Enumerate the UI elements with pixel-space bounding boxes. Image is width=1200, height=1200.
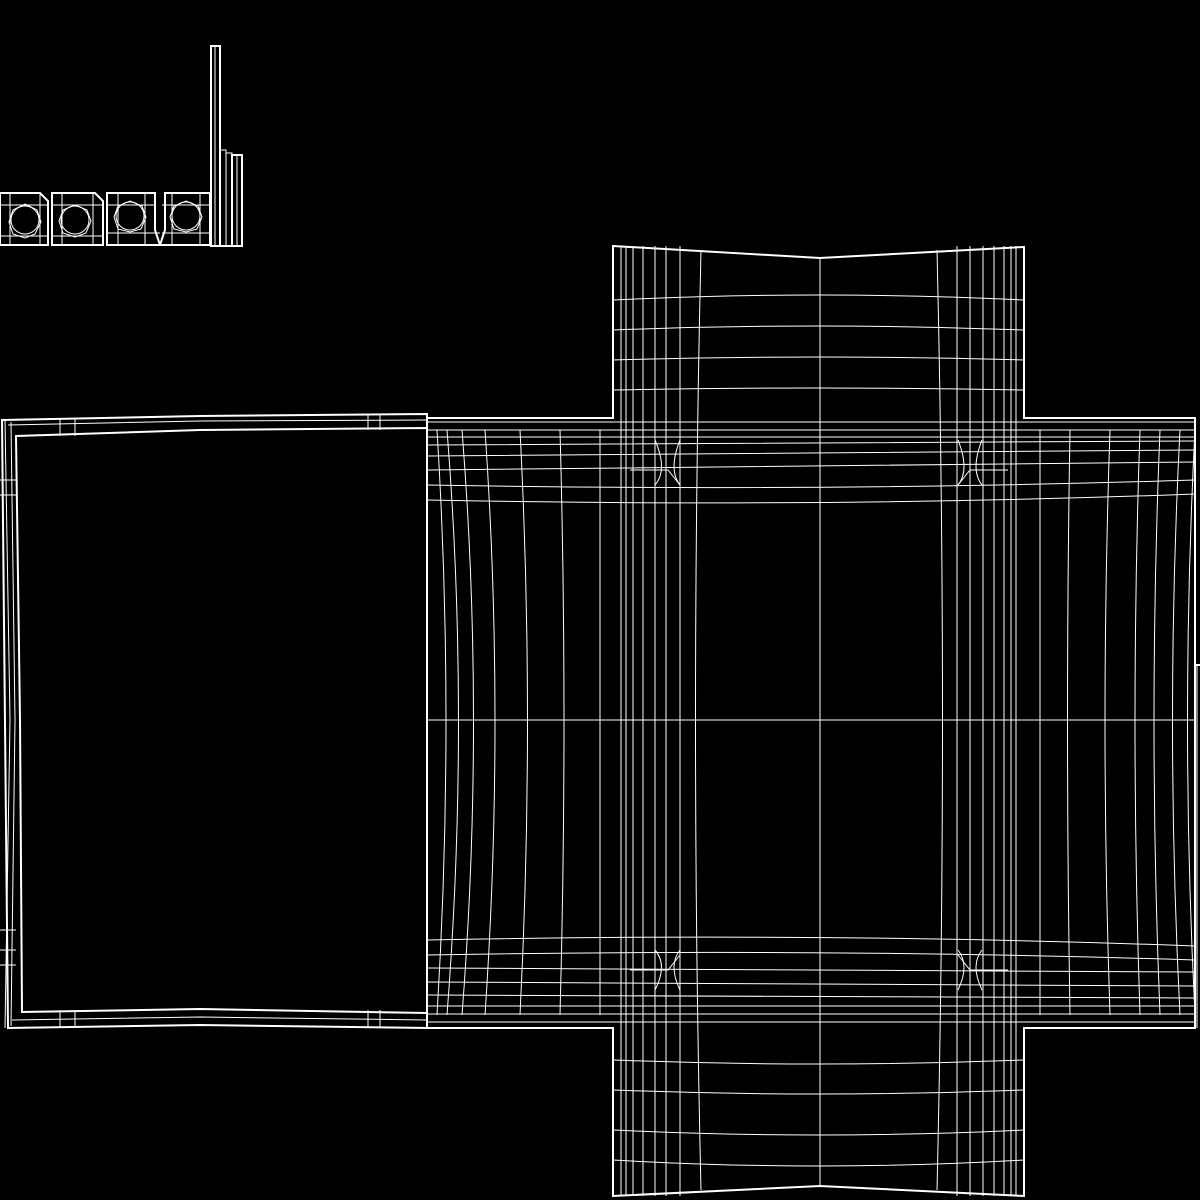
rivet-island-1 [0, 192, 49, 246]
vertical-strip-island [210, 45, 243, 247]
right-edge-sliver-island [1194, 664, 1200, 1028]
small-rivet-islands [0, 192, 211, 246]
rivet-island-4 [158, 192, 211, 246]
rivet-island-2 [51, 192, 104, 246]
rivet-island-3 [106, 192, 162, 246]
cross-body-island [426, 244, 1196, 1198]
